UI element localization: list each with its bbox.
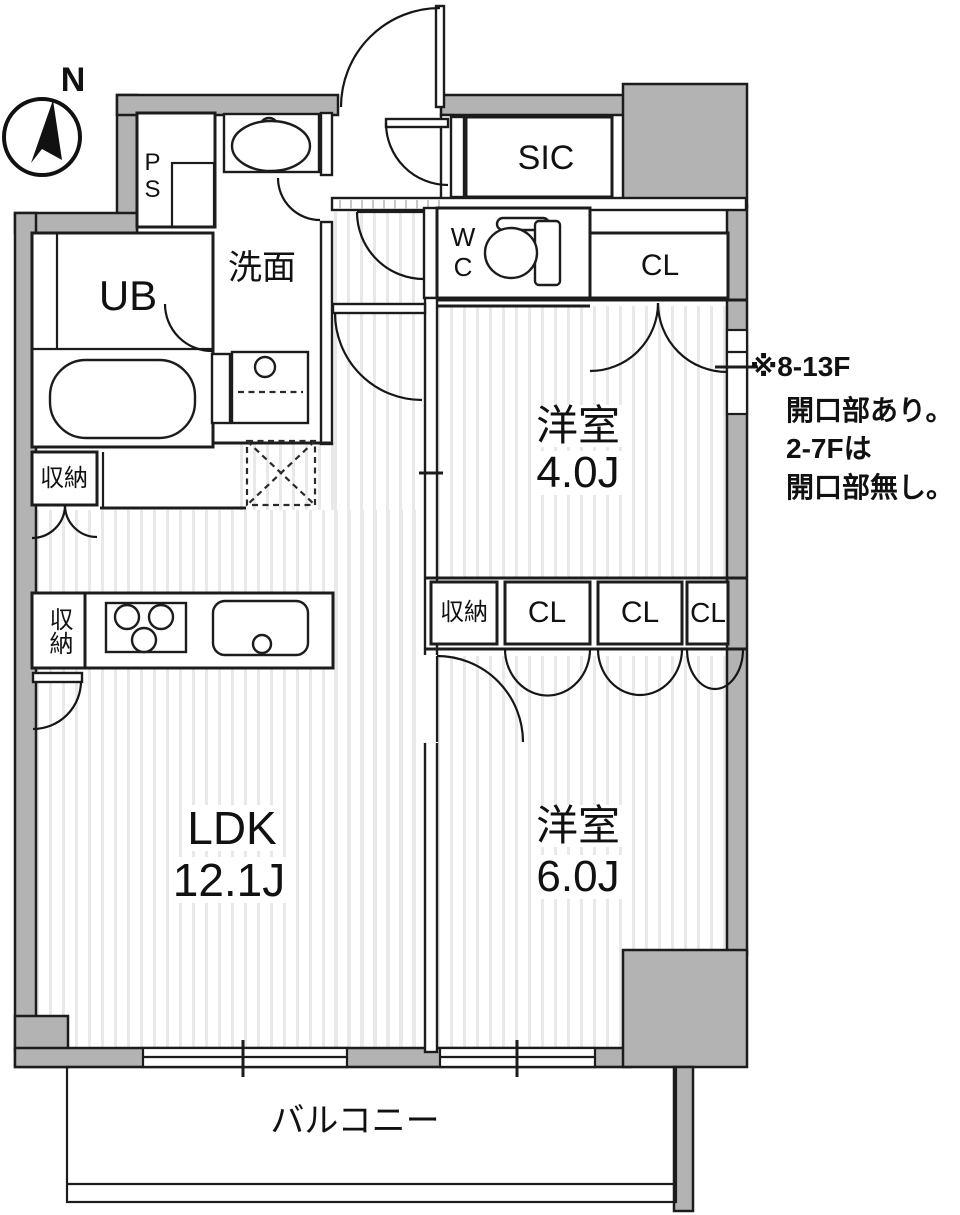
label-western4-size: 4.0J [533, 451, 623, 495]
storage-kitchen-door-arc [32, 680, 83, 731]
label-western6-name: 洋室 [532, 805, 624, 847]
closet-top-door-left-arc [589, 302, 660, 373]
interior [30, 4, 748, 1204]
refrigerator-space [245, 439, 317, 507]
label-western4-name: 洋室 [532, 405, 624, 447]
note-line-2: 開口部あり。 [786, 395, 954, 426]
wall-balcony-pillar [672, 1065, 695, 1213]
unit-bath-door-arc [163, 303, 213, 353]
note-line-1: ※8-13F [750, 351, 851, 382]
wall-topright-block [621, 82, 749, 209]
label-ldk-size: 12.1J [169, 857, 289, 903]
window-right-wall [725, 328, 749, 416]
wall-right [725, 203, 749, 957]
floor-kitchen-nook [240, 443, 334, 510]
washroom-wall-lower [319, 220, 334, 446]
storage-kitchen-door-leaf [31, 671, 84, 684]
wall-top-right-span [439, 93, 632, 117]
pipe-space-inner-box [170, 161, 216, 229]
compass-needle-icon [31, 100, 62, 163]
label-balcony: バルコニー [270, 1102, 440, 1140]
note-line-4: 開口部無し。 [786, 472, 955, 503]
sic-box [464, 115, 614, 199]
wc-door-arc [355, 211, 425, 281]
closet-3-box [685, 580, 730, 646]
closet-3-door-arc [685, 648, 745, 691]
label-western6-size: 6.0J [533, 855, 623, 899]
toilet-bowl [483, 226, 539, 280]
washroom-door-arc [276, 177, 321, 222]
hall-door-arc [384, 122, 449, 187]
storage-kitchen-box [30, 591, 87, 670]
stove-burner-2 [147, 603, 175, 631]
closet-1-door-arc [503, 648, 592, 697]
washbasin-bowl [230, 119, 312, 173]
label-wc: WC [448, 222, 478, 282]
closet-2-box [596, 580, 684, 646]
storage-upper-door-right [63, 504, 98, 539]
closet-2-door-arc [596, 648, 684, 697]
note-line-3: 2-7Fは [786, 433, 872, 464]
kitchen-sink-drain [251, 633, 273, 655]
sic-opening-channel [449, 115, 466, 199]
label-ldk-name: LDK [184, 805, 280, 851]
ldk-door-arc [333, 312, 423, 402]
windows [141, 328, 758, 1077]
ldk-door-leaf [331, 302, 427, 315]
label-pipe-space: PS [139, 149, 166, 203]
compass [2, 97, 82, 177]
hall-door-leaf [384, 117, 450, 129]
label-closet-2: CL [620, 596, 660, 629]
genkan-tile-ticks [339, 200, 440, 209]
washing-machine-faucet [253, 355, 277, 379]
label-sic: SIC [517, 139, 575, 177]
label-closet-1: CL [527, 596, 567, 629]
closet-top-door-right-arc [656, 302, 728, 374]
western6-door-arc [436, 654, 525, 743]
stove-burner-3 [130, 626, 158, 654]
compass-north-label: N [60, 61, 86, 99]
label-storage-upper: 収納 [40, 465, 88, 492]
entrance-door-arc [339, 6, 441, 108]
wall-bottomright-block [621, 948, 749, 1069]
stove-burner-1 [113, 603, 141, 631]
label-closet-3: CL [690, 597, 726, 628]
bathtub [48, 358, 197, 440]
label-unit-bath: UB [98, 272, 158, 319]
balcony-outline [65, 1065, 678, 1204]
entrance-door-leaf [434, 4, 446, 109]
label-storage-mid: 収納 [440, 599, 488, 626]
washing-machine-panel [210, 352, 232, 425]
label-closet-top: CL [640, 249, 680, 282]
kitchen-sink [211, 599, 310, 657]
western6-door-opening [423, 655, 438, 743]
label-washroom: 洗面 [228, 249, 296, 287]
closet-1-box [503, 580, 592, 646]
label-storage-kitchen: 収納 [45, 607, 72, 655]
closet-top-box [588, 231, 730, 300]
wc-left-wall [422, 206, 439, 300]
storage-mid-box [429, 580, 499, 646]
washroom-wall-upper [319, 111, 334, 177]
compass-circle [2, 97, 82, 177]
toilet-tank [533, 219, 562, 287]
